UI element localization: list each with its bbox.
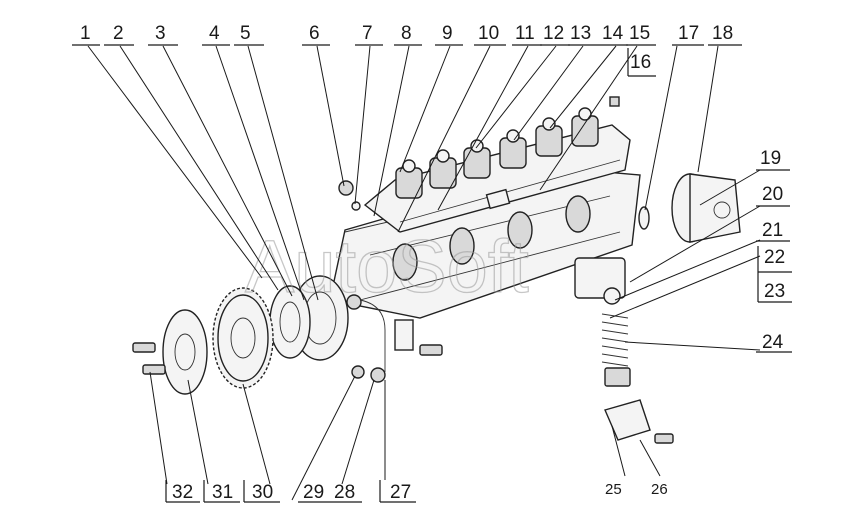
svg-text:20: 20 — [762, 184, 783, 205]
callout-14: 14 — [598, 23, 628, 46]
callout-27: 27 — [379, 480, 416, 503]
svg-text:31: 31 — [212, 482, 233, 503]
callout-26: 26 — [651, 481, 668, 498]
svg-text:22: 22 — [764, 247, 785, 268]
svg-text:11: 11 — [515, 23, 535, 44]
callout-7: 7 — [355, 23, 383, 46]
svg-text:6: 6 — [309, 23, 320, 44]
seal-washer — [638, 206, 650, 230]
svg-text:27: 27 — [390, 482, 411, 503]
callout-16: 16 — [627, 48, 656, 77]
pump-housing — [329, 107, 641, 319]
svg-text:7: 7 — [362, 23, 373, 44]
callout-19: 19 — [756, 148, 790, 171]
callout-20: 20 — [756, 184, 790, 207]
svg-text:25: 25 — [605, 481, 622, 498]
svg-text:5: 5 — [240, 23, 251, 44]
callout-4: 4 — [202, 23, 230, 46]
svg-text:32: 32 — [172, 482, 193, 503]
callout-15: 15 — [626, 23, 656, 46]
svg-text:13: 13 — [570, 23, 591, 44]
callout-13: 13 — [568, 23, 598, 46]
callout-23: 23 — [758, 281, 792, 303]
svg-text:17: 17 — [678, 23, 699, 44]
callout-1: 1 — [72, 23, 100, 46]
callout-18: 18 — [708, 23, 742, 46]
svg-text:24: 24 — [762, 332, 784, 353]
svg-text:16: 16 — [630, 52, 651, 73]
callout-8: 8 — [394, 23, 422, 46]
svg-text:2: 2 — [113, 23, 124, 44]
callout-31: 31 — [203, 480, 240, 503]
callout-32: 32 — [165, 480, 200, 503]
callout-10: 10 — [474, 23, 506, 46]
callout-29: 29 — [303, 482, 324, 503]
callout-21: 21 — [756, 220, 790, 242]
control-lever — [604, 399, 674, 444]
svg-text:23: 23 — [764, 281, 785, 302]
callout-22: 22 — [757, 246, 792, 302]
svg-text:9: 9 — [442, 23, 453, 44]
callout-9: 9 — [435, 23, 463, 46]
callout-3: 3 — [148, 23, 178, 46]
spring-assembly — [574, 257, 631, 387]
callout-5: 5 — [234, 23, 264, 46]
callout-30: 30 — [243, 480, 280, 503]
svg-text:30: 30 — [252, 482, 273, 503]
callout-12: 12 — [540, 23, 570, 46]
callout-28: 28 — [298, 482, 362, 503]
svg-text:4: 4 — [209, 23, 220, 44]
svg-text:29: 29 — [303, 482, 324, 503]
callout-25: 25 — [605, 481, 622, 498]
svg-text:12: 12 — [543, 23, 564, 44]
drive-gear — [212, 287, 274, 389]
svg-text:18: 18 — [712, 23, 733, 44]
leader-lines — [87, 45, 761, 501]
callout-11: 11 — [512, 23, 542, 46]
svg-text:8: 8 — [401, 23, 412, 44]
fuel-line-fittings — [338, 180, 443, 383]
svg-text:21: 21 — [762, 220, 783, 241]
callout-2: 2 — [104, 23, 134, 46]
svg-text:3: 3 — [155, 23, 166, 44]
feed-pump — [671, 173, 741, 243]
callout-17: 17 — [672, 23, 704, 46]
svg-text:1: 1 — [80, 23, 91, 44]
small-plug — [609, 96, 620, 107]
delivery-valves — [395, 107, 599, 199]
callout-24: 24 — [756, 332, 792, 353]
svg-text:26: 26 — [651, 481, 668, 498]
svg-text:10: 10 — [478, 23, 499, 44]
camshaft-lobes — [392, 195, 591, 281]
watermark: AutoSoft — [245, 225, 529, 308]
svg-text:14: 14 — [602, 23, 624, 44]
svg-text:15: 15 — [629, 23, 650, 44]
svg-text:19: 19 — [760, 148, 781, 169]
callout-labels: 1 2 3 4 5 6 7 8 — [72, 23, 792, 503]
front-bolts — [132, 342, 166, 375]
cover-plate — [162, 309, 208, 395]
callout-6: 6 — [302, 23, 330, 46]
svg-text:28: 28 — [334, 482, 355, 503]
